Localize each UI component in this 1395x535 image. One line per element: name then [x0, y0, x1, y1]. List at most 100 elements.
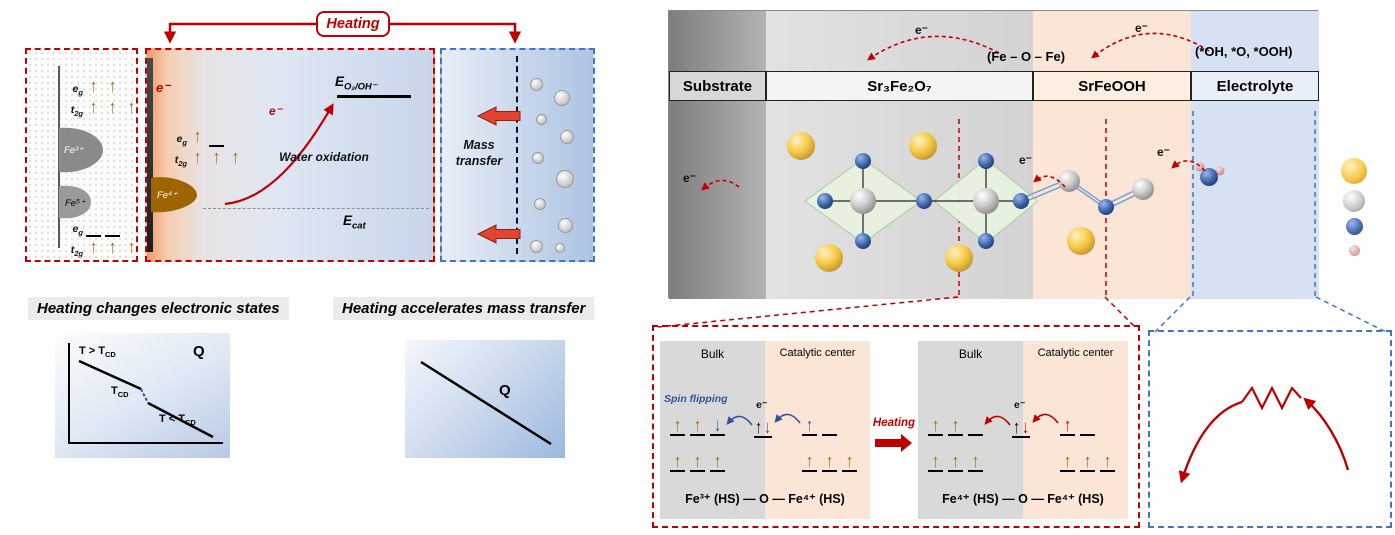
spin-gold-up: ↑	[86, 96, 101, 118]
spin-gold-up: ↑	[670, 413, 685, 436]
fe4-peak-shape	[151, 177, 197, 213]
dos-upper-configuration: eg ↑↑ t2g ↑↑↑	[63, 74, 139, 118]
t2g-row: t2g ↑↑↑	[167, 145, 243, 168]
eg-bulk-spins: ↑↑	[928, 413, 983, 436]
spin-gold-up: ↑	[842, 450, 857, 472]
t-above-label: T > TCD	[79, 345, 116, 360]
caption-electronic-states: Heating changes electronic states	[28, 297, 289, 321]
spin-gold-up: ↑	[928, 450, 943, 472]
material-interface-panel: Substrate Sr₃Fe₂O₇ SrFeOOH Electrolyte e…	[668, 10, 1319, 299]
spin-line	[105, 221, 120, 237]
zoom-connector-red-left	[657, 296, 959, 328]
bubble	[560, 130, 574, 144]
fe3-dos-peak	[59, 127, 103, 173]
spin-arrow: ↑	[972, 449, 979, 471]
spin-red-down: ↓	[1021, 416, 1030, 437]
spin-gold-up: ↑	[670, 449, 685, 472]
outgoing-electron-arrow	[1178, 400, 1243, 484]
t2g-orbital-label: t2g	[70, 243, 83, 258]
transfer-arc-right	[1032, 413, 1059, 424]
spin-gold-up: ↑	[948, 413, 963, 436]
spin-arrow: ↓	[714, 413, 721, 435]
spin-arrow: ↑	[826, 449, 833, 471]
spin-arrow: ↑	[674, 449, 681, 471]
o-legend-sphere	[1346, 218, 1363, 235]
bubble	[555, 243, 565, 253]
zoom-connector-red-right	[1104, 296, 1136, 328]
heating-arrow-left	[163, 22, 316, 44]
q-label: Q	[193, 343, 205, 360]
left-arrow-bottom	[476, 224, 521, 244]
spin-panel-after: Bulk Catalytic center e⁻ ↑↑ ↑↓ ↑ ↑↑↑ ↑↑↑…	[918, 341, 1128, 519]
eg-orbital-label: eg	[72, 222, 83, 237]
transfer-arc-right	[774, 413, 801, 424]
bubble	[558, 218, 573, 233]
mass-word: Mass	[463, 138, 495, 152]
t2g-orbital-label: t2g	[174, 153, 187, 168]
eg-row: eg	[63, 216, 139, 237]
electron-label: e⁻	[756, 399, 768, 411]
spin-arrow: ↑	[213, 145, 220, 167]
spin-gold-up: ↑	[690, 450, 705, 472]
spin-state-zoom-box: Bulk Catalytic center Spin flipping e⁻ ↑…	[652, 325, 1140, 528]
spin-arrow: ↑	[109, 74, 116, 96]
sr-legend-sphere	[1341, 158, 1367, 184]
sr3fe2o7-header: Sr₃Fe₂O₇	[766, 71, 1033, 101]
phonon-scattering-box	[1148, 330, 1392, 528]
catalyst-energy-level-line	[203, 208, 429, 209]
electrode-strip	[147, 58, 153, 252]
fe5-dos-peak	[59, 185, 91, 219]
spin-arrow: ↑	[194, 124, 201, 146]
t2g-spins: ↑↑↑	[86, 96, 139, 118]
spin-arrow: ↑	[952, 413, 959, 435]
spin-arrow: ↑	[1084, 449, 1091, 471]
spin-gold-up: ↑	[190, 125, 205, 147]
bubble	[530, 240, 543, 253]
mass-transfer-panel: Mass transfer	[440, 48, 595, 262]
spin-gold-up: ↑	[968, 449, 983, 472]
t-below-label: T < TCD	[159, 413, 196, 428]
spin-arrow: ↑	[952, 449, 959, 471]
bulk-zone	[660, 341, 765, 519]
spin-gold-up: ↑	[1100, 450, 1115, 472]
heating-arrow-right	[390, 22, 522, 44]
q-label: Q	[499, 382, 511, 399]
o2-oh-energy-level	[337, 95, 411, 98]
spin-gold-up: ↑	[124, 236, 139, 258]
electron-label-top-right: e⁻	[1135, 21, 1149, 35]
t2g-catalytic-spins: ↑ ↑ ↑	[1060, 449, 1115, 472]
bubble	[536, 114, 547, 125]
spin-gold-up: ↑	[948, 449, 963, 472]
spin-gold-up: ↑	[1060, 450, 1075, 472]
spin-flipping-label: Spin flipping	[664, 393, 728, 405]
mass-transfer-chart-plot	[420, 360, 552, 446]
transfer-arc-left	[726, 415, 753, 426]
eg-spins: ↑	[190, 125, 224, 147]
configuration-label: Fe³⁺ (HS) — O — Fe⁴⁺ (HS)	[685, 492, 845, 506]
phonon-wiggle	[1241, 385, 1302, 411]
high-temperature-segment	[78, 359, 142, 391]
spin-arrow: ↑	[128, 95, 135, 117]
spin-arrow: ↑	[674, 413, 681, 435]
spin-gold-up: ↑	[105, 236, 120, 258]
bubble	[556, 170, 574, 188]
bulk-label: Bulk	[700, 347, 725, 361]
bubble	[532, 152, 544, 164]
spin-panel-before: Bulk Catalytic center Spin flipping e⁻ ↑…	[660, 341, 870, 519]
bubble	[554, 90, 570, 106]
transfer-arc-left	[984, 415, 1011, 426]
eg-orbital-label: eg	[176, 132, 187, 147]
zoom-connector-blue-left	[1154, 296, 1191, 333]
t2g-catalytic-spins: ↑↑↑	[802, 449, 857, 472]
bubble	[530, 78, 543, 91]
spin-black-up: ↑	[754, 416, 763, 437]
spin-arrow: ↑	[90, 235, 97, 257]
eg-row: eg ↑↑	[63, 74, 139, 97]
transfer-word: transfer	[455, 153, 503, 168]
bulk-zone	[918, 341, 1023, 519]
spin-gold-up: ↑	[86, 75, 101, 97]
t2g-bulk-spins: ↑ ↑ ↑	[928, 449, 983, 472]
o-site-spins: ↑↓	[1012, 416, 1030, 438]
fe-o-fe-label: (Fe – O – Fe)	[987, 49, 1066, 64]
spin-line	[209, 131, 224, 147]
